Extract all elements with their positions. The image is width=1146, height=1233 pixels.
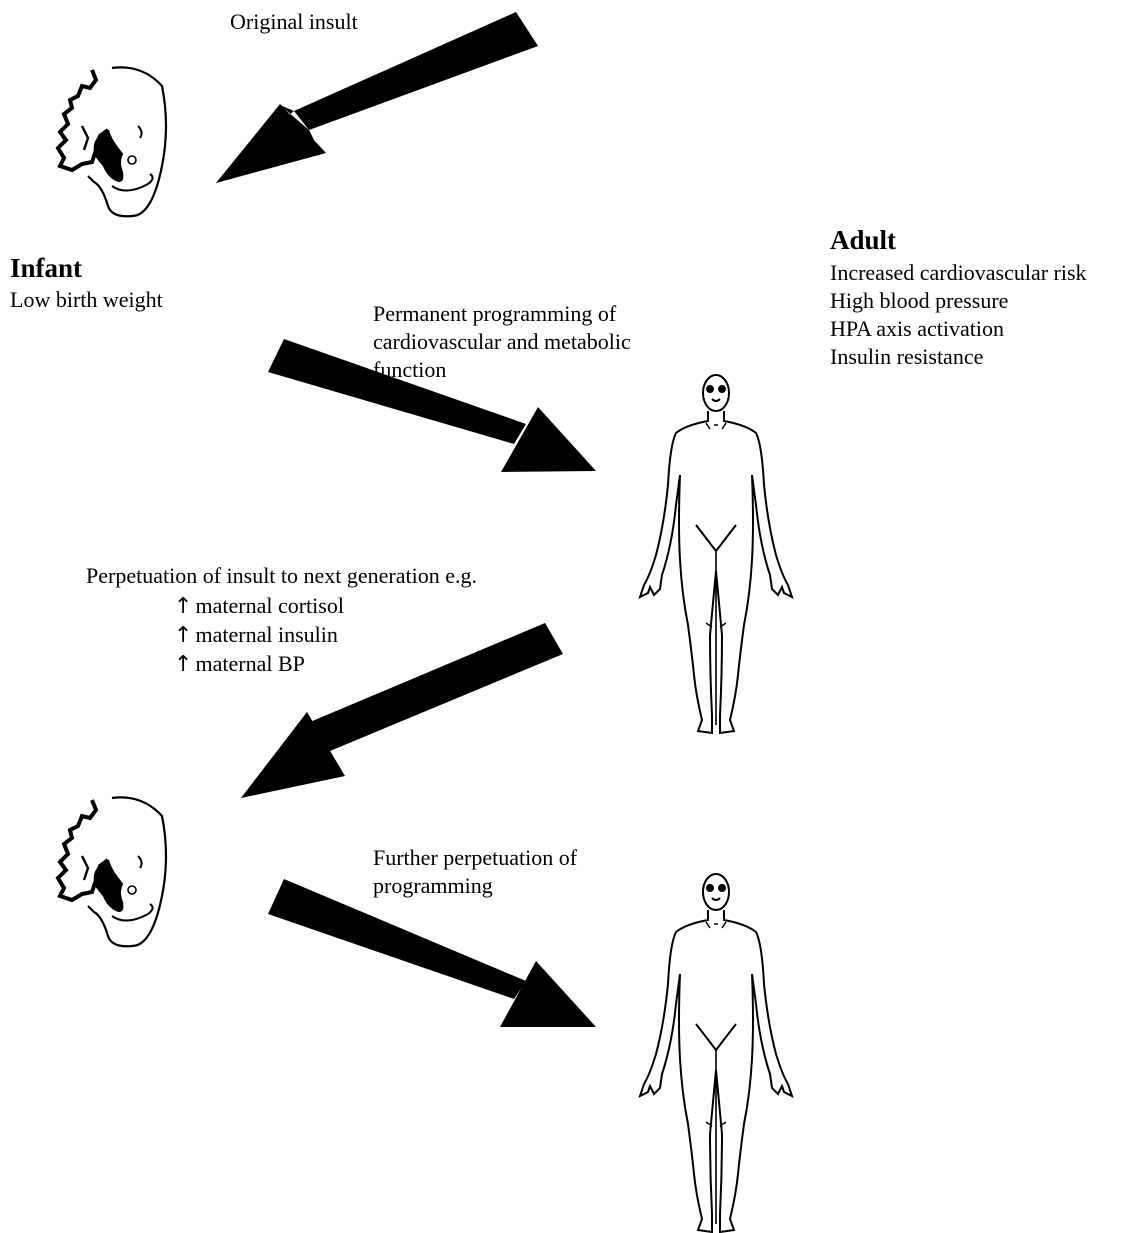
maternal-factor-item: ↑ maternal BP (174, 650, 344, 679)
further-perpetuation-line: Further perpetuation of (373, 845, 578, 870)
permanent-programming-line: function (373, 357, 447, 382)
permanent-programming-line: Permanent programming of (373, 301, 617, 326)
adult-outcome-item: High blood pressure (830, 288, 1009, 313)
adult-heading: Adult (830, 225, 897, 255)
adult-outcome-item: Insulin resistance (830, 344, 984, 369)
maternal-factor-item: ↑ maternal cortisol (174, 592, 344, 621)
further-perpetuation-label: Further perpetuation of programming (373, 844, 577, 900)
perpetuation-label: Perpetuation of insult to next generatio… (86, 563, 478, 588)
up-arrow-icon: ↑ (174, 652, 193, 677)
up-arrow-icon: ↑ (174, 594, 193, 619)
permanent-programming-label: Permanent programming of cardiovascular … (373, 300, 631, 384)
maternal-factor-text: maternal insulin (195, 622, 338, 647)
infant-description: Low birth weight (10, 287, 163, 312)
adult-figure-icon (639, 873, 793, 1233)
infant-icon (56, 65, 168, 219)
further-perpetuation-line: programming (373, 873, 493, 898)
infant-heading: Infant (10, 253, 83, 283)
arrow-original-insult (216, 12, 538, 183)
adult-outcomes-list: Increased cardiovascular risk High blood… (830, 259, 1087, 371)
original-insult-label: Original insult (230, 9, 358, 34)
up-arrow-icon: ↑ (174, 623, 193, 648)
infant-icon (56, 795, 168, 949)
arrow-further-perpetuation (268, 879, 596, 1027)
maternal-factor-item: ↑ maternal insulin (174, 621, 344, 650)
maternal-factors-list: ↑ maternal cortisol ↑ maternal insulin ↑… (174, 592, 344, 679)
permanent-programming-line: cardiovascular and metabolic (373, 329, 631, 354)
arrow-perpetuation (241, 623, 563, 798)
maternal-factor-text: maternal cortisol (195, 593, 344, 618)
adult-figure-icon (639, 374, 793, 734)
adult-outcome-item: HPA axis activation (830, 316, 1004, 341)
maternal-factor-text: maternal BP (195, 651, 305, 676)
arrow-permanent-programming (268, 339, 596, 472)
adult-outcome-item: Increased cardiovascular risk (830, 260, 1087, 285)
